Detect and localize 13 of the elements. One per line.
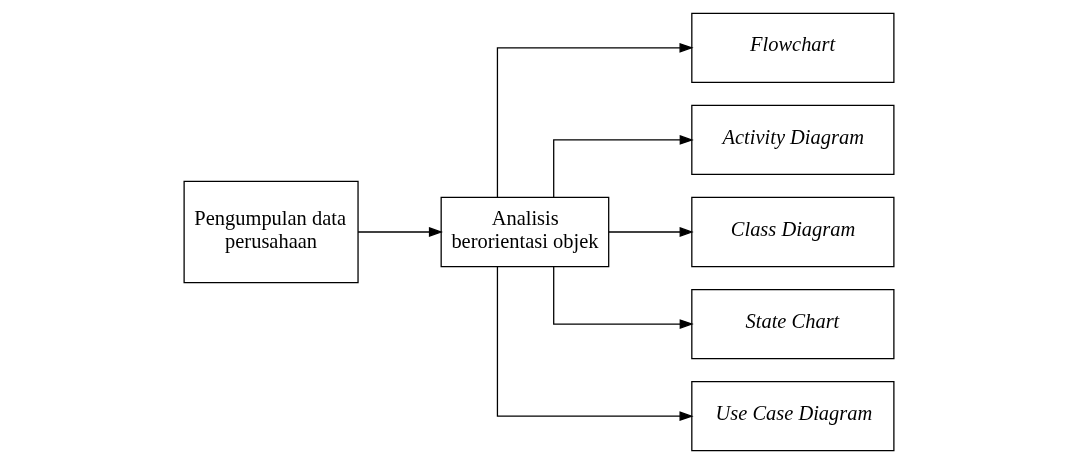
node-box: Use Case Diagram xyxy=(691,381,895,452)
node-box: Activity Diagram xyxy=(691,104,895,176)
node-box: Class Diagram xyxy=(691,196,895,268)
arrow xyxy=(496,42,694,198)
arrow xyxy=(553,266,694,329)
arrow xyxy=(608,227,694,237)
arrow xyxy=(496,266,694,422)
node-box: Flowchart xyxy=(691,12,895,83)
node-box: Analisis berorientasi objek xyxy=(440,196,610,268)
node-box: Pengumpulan data perusahaan xyxy=(183,180,359,284)
node-box: State Chart xyxy=(691,288,895,360)
arrow xyxy=(553,135,694,198)
arrow xyxy=(357,227,443,237)
